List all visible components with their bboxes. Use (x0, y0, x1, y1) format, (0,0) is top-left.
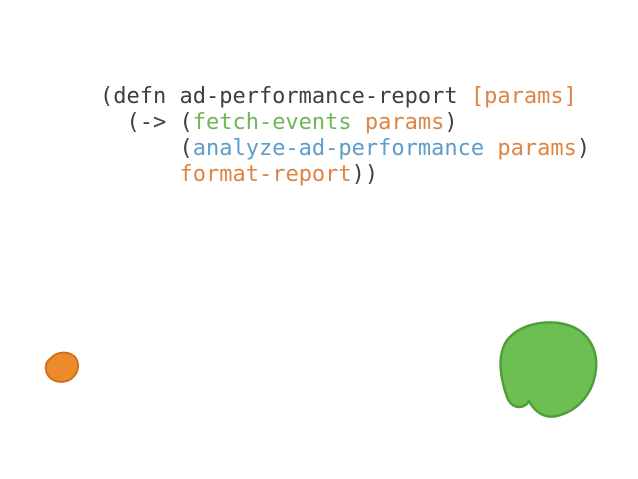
code-token-orange: params (364, 110, 445, 135)
code-line: (-> (fetch-events params) (100, 110, 590, 136)
code-token-orange: format-report (179, 162, 352, 187)
code-token-dark: (-> ( (100, 110, 193, 135)
code-token-dark (100, 162, 179, 187)
code-token-dark: (defn ad-performance-report (100, 84, 471, 109)
code-token-dark: ) (576, 136, 591, 161)
code-token-dark (352, 110, 365, 135)
code-token-dark: ) (444, 110, 458, 135)
code-token-orange: params (497, 136, 577, 161)
orange-blob-icon (44, 351, 80, 383)
code-token-orange: [params] (470, 84, 577, 109)
code-block: (defn ad-performance-report [params] (->… (100, 84, 590, 188)
orange-blob-path (44, 351, 80, 383)
code-token-dark (484, 136, 497, 161)
code-token-dark: ( (100, 136, 193, 161)
code-line: (defn ad-performance-report [params] (100, 84, 590, 110)
green-blob-path (499, 321, 598, 418)
code-token-blue: analyze-ad-performance (192, 136, 485, 161)
code-token-dark: )) (351, 162, 379, 187)
code-token-green: fetch-events (192, 110, 352, 135)
code-line: (analyze-ad-performance params) (100, 136, 590, 162)
code-line: format-report)) (100, 162, 590, 188)
green-blob-icon (499, 321, 598, 418)
